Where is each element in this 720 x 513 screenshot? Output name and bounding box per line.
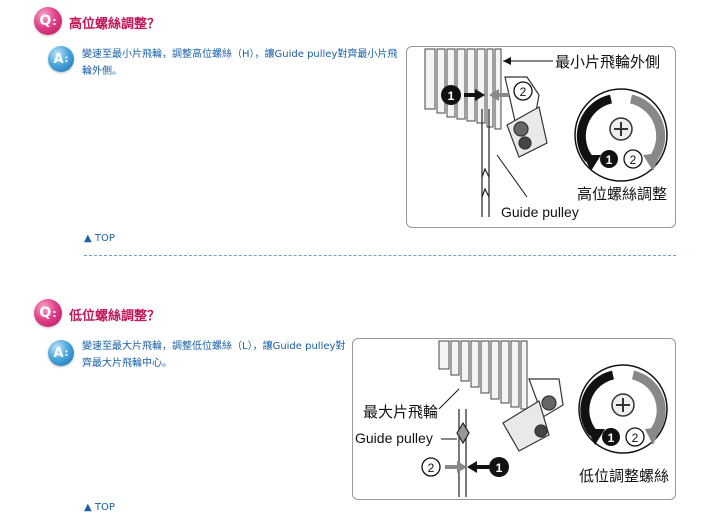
question-title: 高位螺絲調整？ <box>69 17 161 32</box>
svg-text:1: 1 <box>606 153 613 167</box>
label-smallest-cog-outer: 最小片飛輪外側 <box>555 53 660 71</box>
screw-dial-icon: 1 2 <box>578 364 668 454</box>
svg-text:2: 2 <box>428 461 435 475</box>
low-screw-diagram: 最大片飛輪 Guide pulley 2 1 1 2 <box>352 338 676 500</box>
label-guide-pulley: Guide pulley <box>355 430 433 446</box>
answer-badge: A: <box>48 340 74 366</box>
step-arrows-bottom: 2 1 <box>421 457 509 477</box>
label-high-screw-adjust: 高位螺絲調整 <box>577 185 667 203</box>
svg-text:2: 2 <box>630 153 637 167</box>
svg-text:1: 1 <box>608 431 615 445</box>
label-largest-cog: 最大片飛輪 <box>363 403 438 421</box>
answer-badge: A: <box>48 46 74 72</box>
label-guide-pulley: Guide pulley <box>501 204 579 220</box>
top-link[interactable]: ▲ TOP <box>84 233 115 244</box>
triangle-up-icon: ▲ <box>84 233 92 244</box>
question-title: 低位螺絲調整？ <box>69 309 161 324</box>
question-badge: Q: <box>34 7 62 35</box>
section-divider <box>84 255 676 256</box>
question-badge: Q: <box>34 299 62 327</box>
step-arrows-top: 1 2 <box>441 81 533 105</box>
svg-text:1: 1 <box>448 89 455 103</box>
svg-text:2: 2 <box>632 431 639 445</box>
label-low-screw-adjust: 低位調整螺絲 <box>579 467 669 485</box>
top-link[interactable]: ▲ TOP <box>84 502 115 513</box>
svg-text:1: 1 <box>496 461 503 475</box>
svg-text:2: 2 <box>520 85 527 99</box>
answer-text: 變速至最小片飛輪，調整高位螺絲（H），讓Guide pulley對齊最小片飛輪外… <box>82 49 398 77</box>
answer-text: 變速至最大片飛輪，調整低位螺絲（L），讓Guide pulley對齊最大片飛輪中… <box>82 341 346 369</box>
triangle-up-icon: ▲ <box>84 502 92 513</box>
high-screw-diagram: 1 2 最小片飛輪外側 1 2 高位螺絲調整 Guid <box>406 46 676 228</box>
screw-dial-icon: 1 2 <box>574 88 668 182</box>
